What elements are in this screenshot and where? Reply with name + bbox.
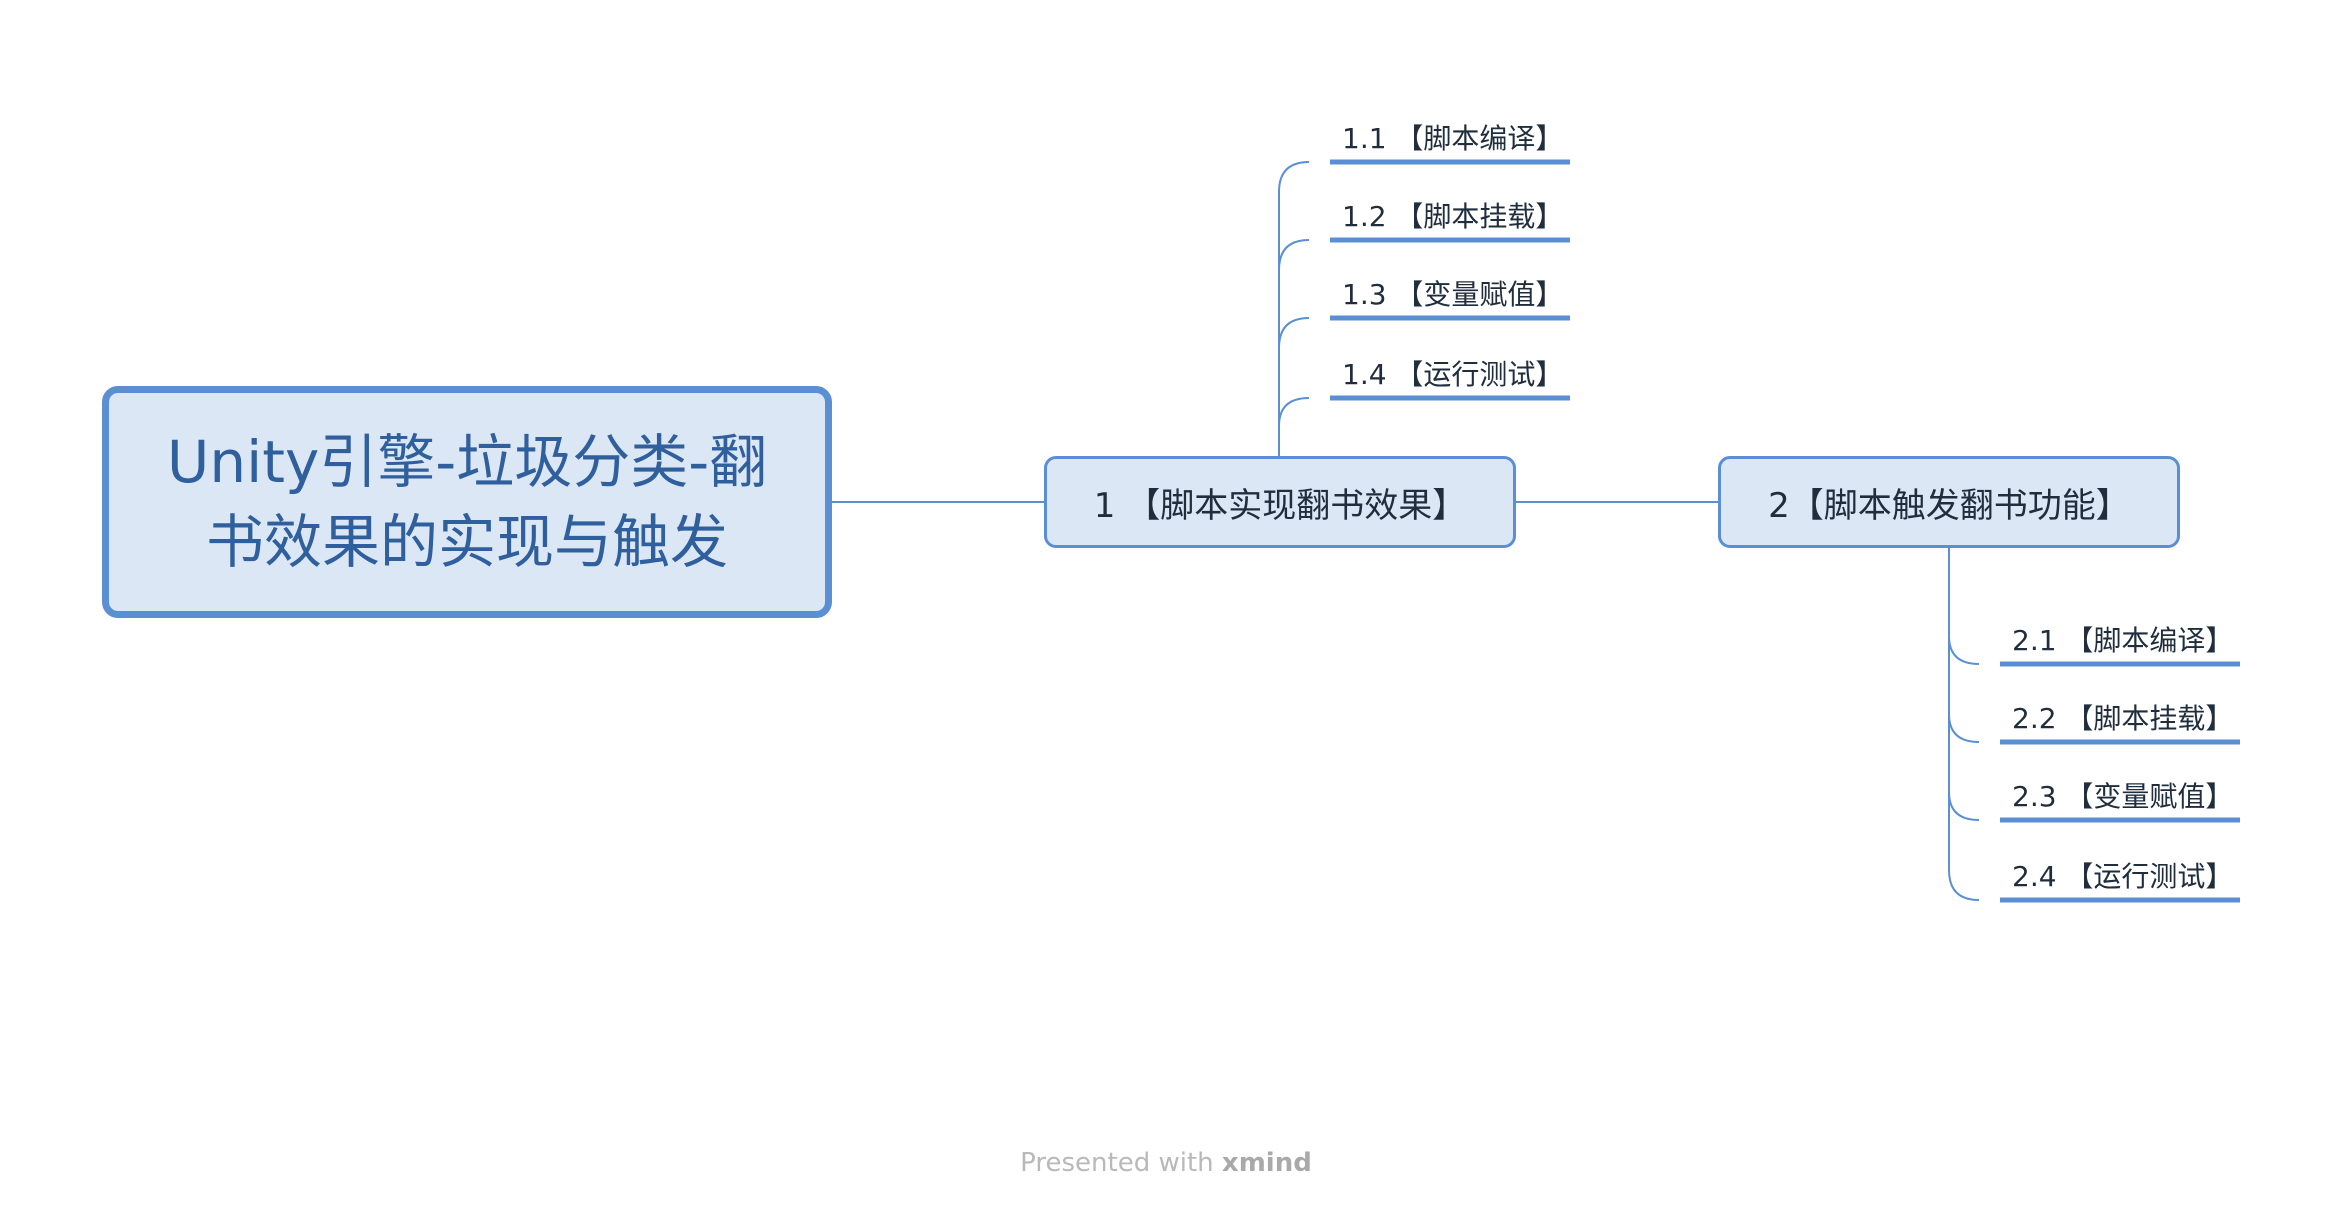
subtopic-2-4-label: 2.4 【运行测试】 [2012,860,2234,893]
subtopic-2-2[interactable]: 2.2 【脚本挂载】 [2000,692,2233,736]
footer-prefix: Presented with [1020,1148,1214,1178]
branch-topic-1[interactable]: 1 【脚本实现翻书效果】 [1044,456,1516,548]
branch-topic-2[interactable]: 2【脚本触发翻书功能】 [1718,456,2180,548]
subtopic-1-2[interactable]: 1.2 【脚本挂载】 [1330,190,1563,234]
central-topic-title: Unity引擎-垃圾分类-翻书效果的实现与触发 [166,428,768,576]
subtopic-2-1[interactable]: 2.1 【脚本编译】 [2000,614,2233,658]
subtopic-1-3[interactable]: 1.3 【变量赋值】 [1330,268,1563,312]
subtopic-1-4[interactable]: 1.4 【运行测试】 [1330,348,1563,392]
xmind-brand: xmind [1221,1148,1312,1178]
subtopic-2-1-label: 2.1 【脚本编译】 [2012,624,2234,657]
connector-branch-1-children [1278,161,1310,456]
subtopic-2-2-label: 2.2 【脚本挂载】 [2012,702,2234,735]
subtopic-2-4[interactable]: 2.4 【运行测试】 [2000,850,2233,894]
connector-branch-2-children [1948,548,1980,901]
branch-topic-1-label: 1 【脚本实现翻书效果】 [1093,485,1467,526]
subtopic-1-2-label: 1.2 【脚本挂载】 [1342,200,1564,233]
subtopic-1-1[interactable]: 1.1 【脚本编译】 [1330,112,1563,156]
presented-with-footer: Presented with xmind [0,1148,2332,1178]
subtopic-1-4-label: 1.4 【运行测试】 [1342,358,1564,391]
subtopic-2-3-label: 2.3 【变量赋值】 [2012,780,2234,813]
subtopic-2-3[interactable]: 2.3 【变量赋值】 [2000,770,2233,814]
subtopic-1-3-label: 1.3 【变量赋值】 [1342,278,1564,311]
subtopic-1-1-label: 1.1 【脚本编译】 [1342,122,1564,155]
branch-topic-2-label: 2【脚本触发翻书功能】 [1768,485,2130,526]
central-topic[interactable]: Unity引擎-垃圾分类-翻书效果的实现与触发 [102,386,832,618]
